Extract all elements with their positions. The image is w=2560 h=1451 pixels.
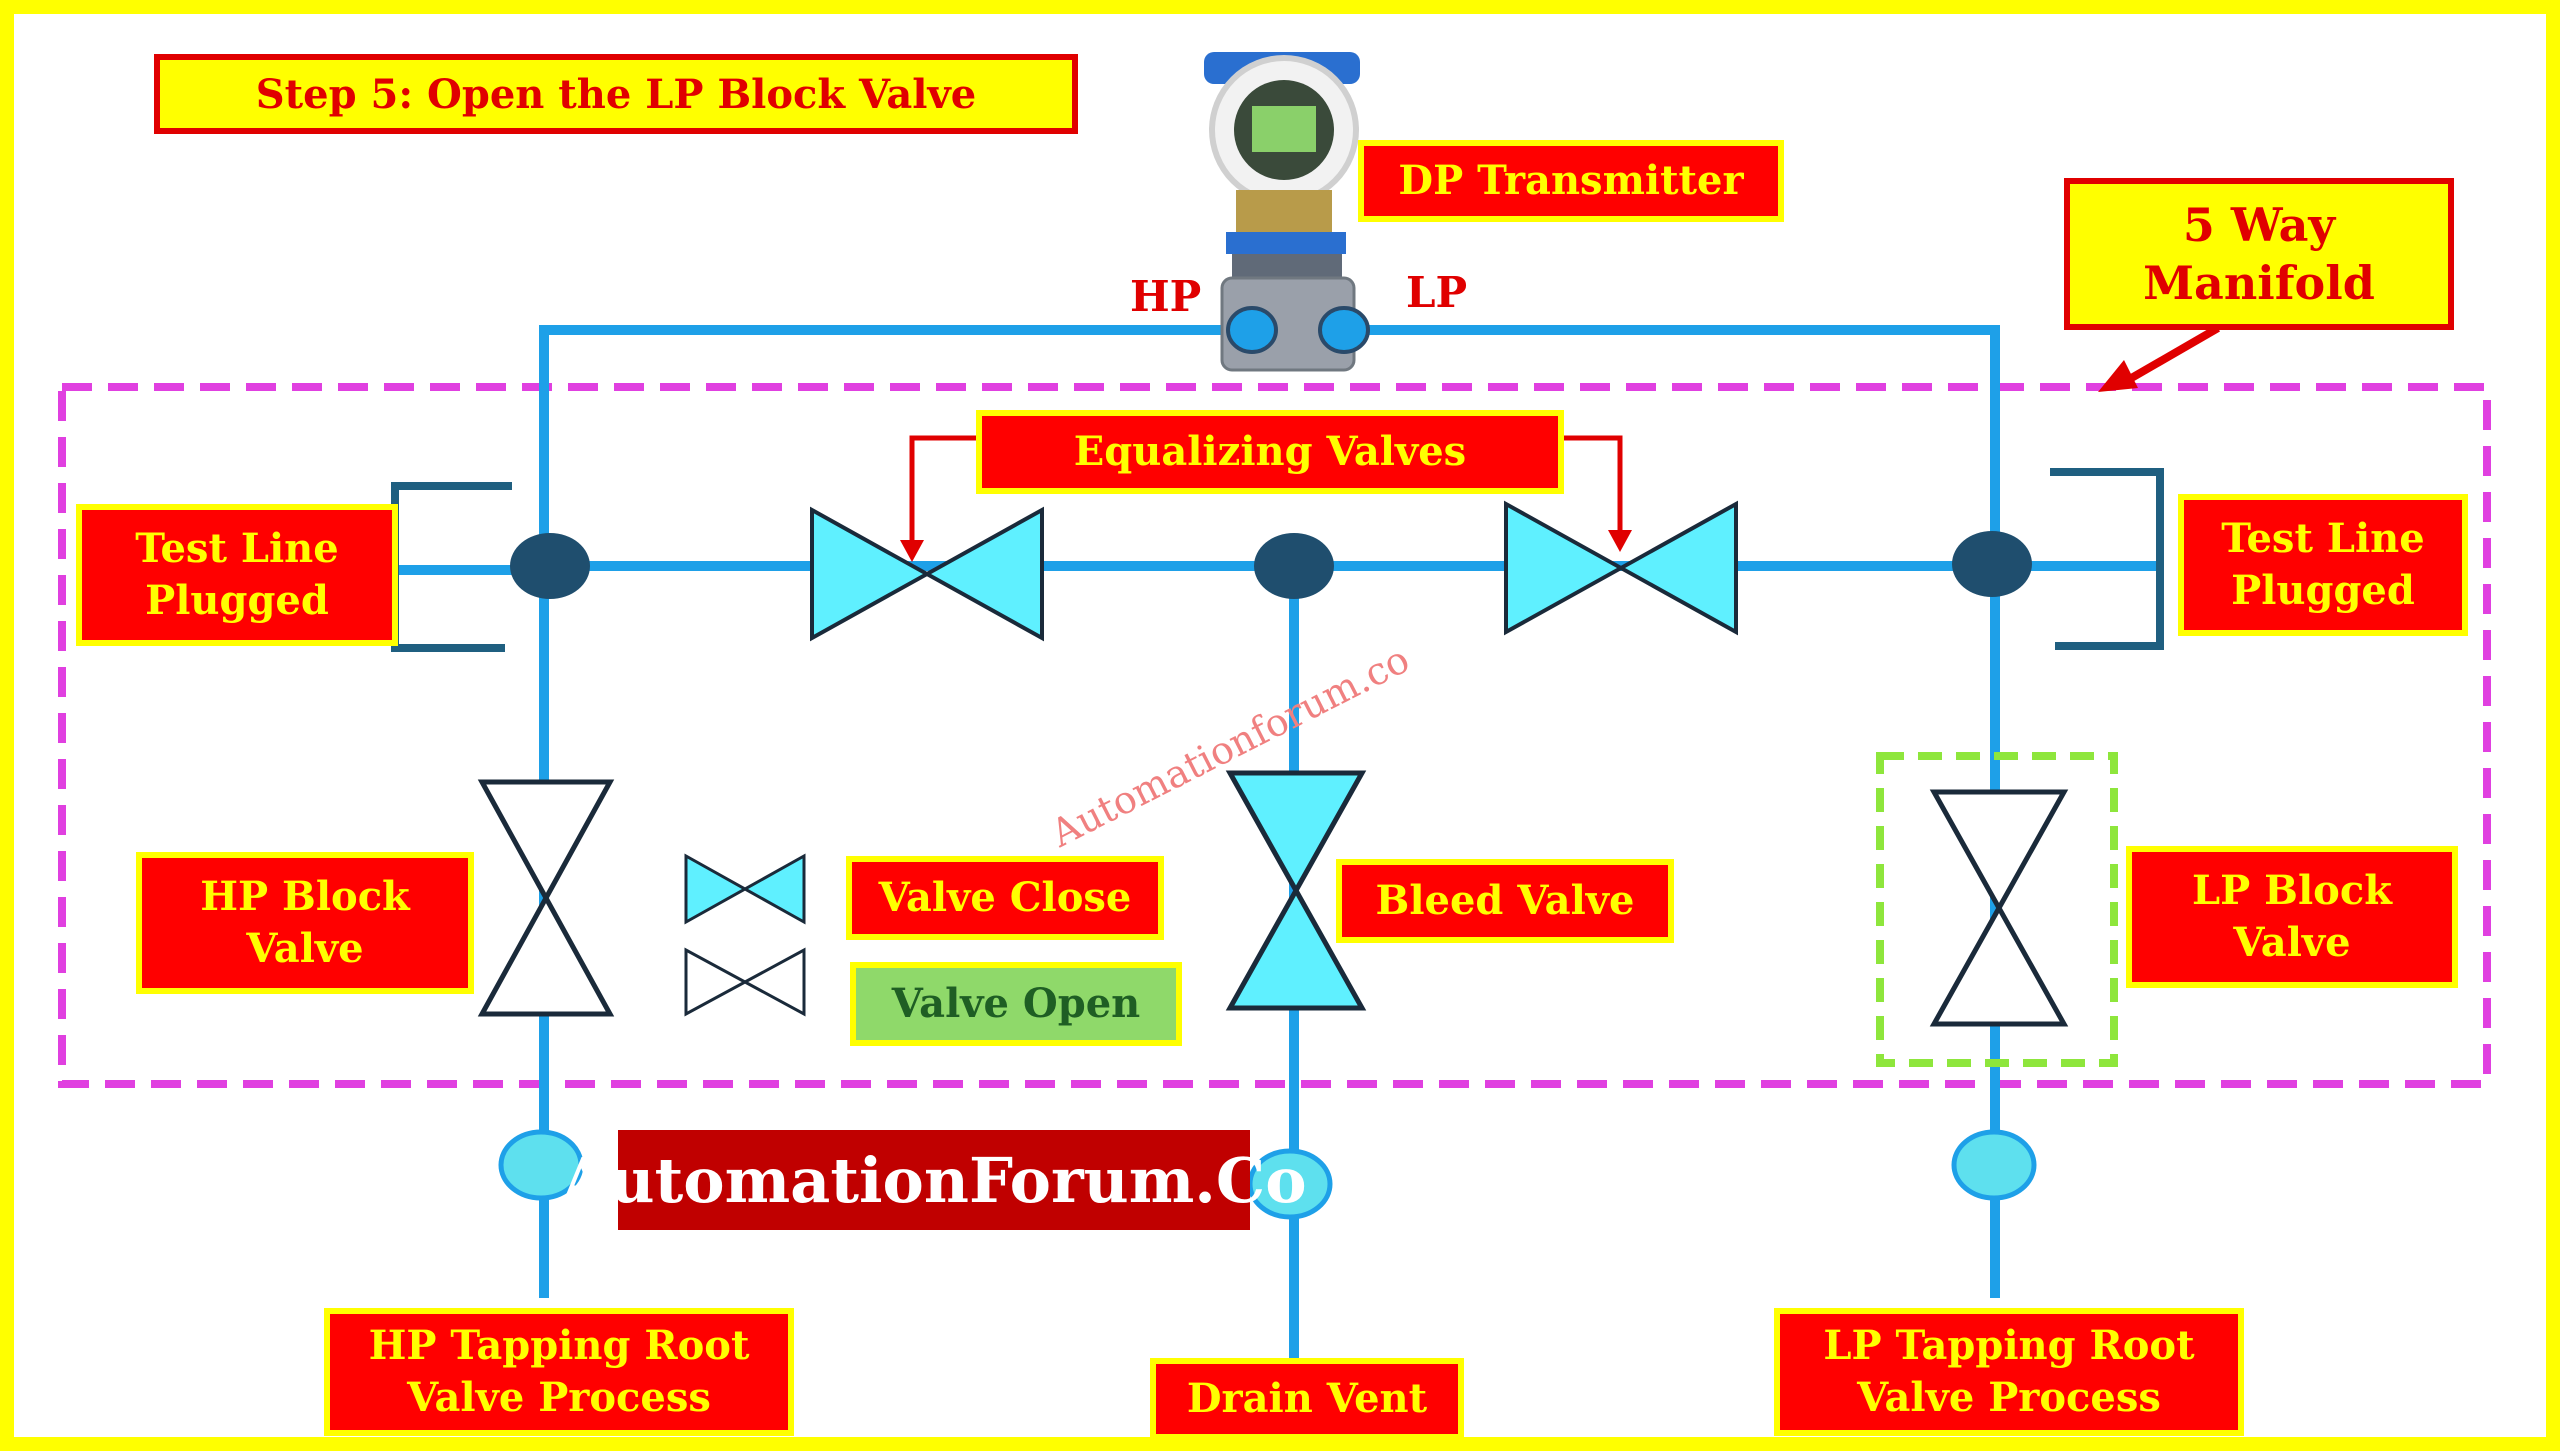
legend-valve-open-text: Valve Open (891, 980, 1141, 1027)
test-line-right-plug (2050, 468, 2164, 650)
equalizing-arrow-left-line (909, 435, 980, 548)
equalizing-valve-left[interactable] (810, 506, 1044, 642)
hp-block-valve[interactable] (477, 779, 615, 1017)
manifold-label-line2: Manifold (2143, 256, 2375, 310)
hp-tapping-line1: HP Tapping Root (368, 1322, 750, 1369)
lp-junction (1952, 531, 2032, 597)
lp-tapping-line1: LP Tapping Root (1823, 1322, 2195, 1369)
hp-block-line2: Valve (246, 925, 364, 972)
hp-root-valve-node[interactable] (498, 1129, 584, 1201)
lp-block-valve-label: LP Block Valve (2126, 846, 2458, 988)
page-title: Step 5: Open the LP Block Valve (154, 54, 1078, 134)
equalizing-valve-right[interactable] (1504, 500, 1738, 636)
dp-transmitter-icon (1204, 52, 1370, 372)
hp-junction (510, 533, 590, 599)
hp-tapping-line2: Valve Process (407, 1374, 711, 1421)
hp-impulse-line (539, 325, 1250, 560)
lp-block-line1: LP Block (2192, 867, 2392, 914)
hp-block-line1: HP Block (200, 873, 410, 920)
brand-logo-text: AutomationForum.Co (561, 1143, 1307, 1217)
equalizing-arrow-right-line (1540, 435, 1623, 538)
legend-valve-open-label: Valve Open (850, 962, 1182, 1046)
lp-block-line2: Valve (2233, 919, 2351, 966)
test-line-right-line1: Test Line (2221, 515, 2425, 562)
equalizing-valves-label-text: Equalizing Valves (1073, 428, 1467, 475)
hp-block-valve-label: HP Block Valve (136, 852, 474, 994)
equalizing-valves-label: Equalizing Valves (976, 410, 1564, 494)
legend-closed-valve-icon (684, 853, 806, 925)
lp-tapping-line2: Valve Process (1857, 1374, 2161, 1421)
brand-logo: AutomationForum.Co (561, 1130, 1307, 1230)
drain-valve-node[interactable] (1247, 1148, 1333, 1220)
lp-port-label: LP (1406, 268, 1468, 317)
bleed-valve-label: Bleed Valve (1336, 859, 1674, 943)
equalizing-arrow-left-head (900, 540, 924, 562)
test-line-left-line2: Plugged (145, 577, 329, 624)
test-line-right-line2: Plugged (2231, 567, 2415, 614)
drain-vent-label: Drain Vent (1150, 1358, 1464, 1437)
manifold-pointer-arrowhead (2098, 360, 2138, 392)
test-line-right-label: Test Line Plugged (2178, 494, 2468, 636)
equalizing-arrow-right-head (1608, 530, 1632, 552)
hp-port-label: HP (1130, 272, 1202, 321)
manifold-boundary (58, 383, 2491, 1088)
manifold-label: 5 Way Manifold (2064, 178, 2454, 330)
lp-block-valve[interactable] (1929, 789, 2069, 1027)
dp-transmitter-label-text: DP Transmitter (1398, 157, 1744, 204)
lp-tapping-label: LP Tapping Root Valve Process (1774, 1308, 2244, 1436)
bleed-valve-label-text: Bleed Valve (1375, 877, 1635, 924)
bleed-junction (1254, 533, 1334, 599)
manifold-pointer-arrow (2125, 324, 2221, 384)
bleed-valve[interactable] (1225, 770, 1367, 1011)
manifold-label-line1: 5 Way (2182, 198, 2336, 252)
drain-vent-label-text: Drain Vent (1186, 1375, 1428, 1422)
hp-tapping-label: HP Tapping Root Valve Process (324, 1308, 794, 1436)
test-line-left-label: Test Line Plugged (76, 504, 398, 646)
lp-impulse-line (1345, 325, 2000, 560)
legend-valve-close-label: Valve Close (846, 856, 1164, 940)
page-title-text: Step 5: Open the LP Block Valve (255, 70, 977, 118)
lp-block-highlight (1876, 752, 2118, 1067)
lp-root-valve-node[interactable] (1951, 1129, 2037, 1201)
legend-open-valve-icon (684, 947, 806, 1017)
legend-valve-close-text: Valve Close (878, 874, 1132, 921)
dp-transmitter-label: DP Transmitter (1358, 140, 1784, 222)
test-line-left-line1: Test Line (135, 525, 339, 572)
